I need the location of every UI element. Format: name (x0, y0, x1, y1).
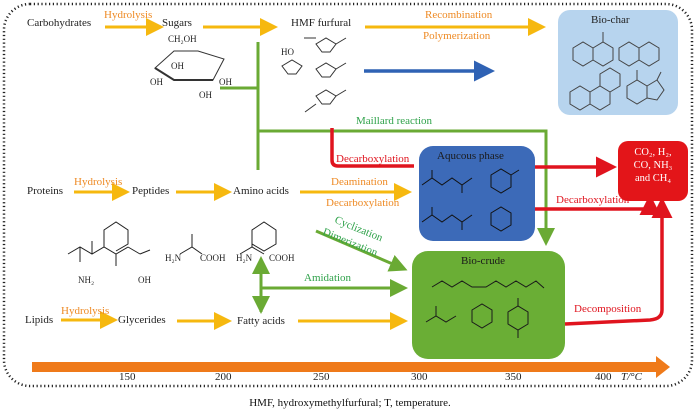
label-decomposition: Decomposition (574, 303, 642, 315)
biocrude-molecules (425, 280, 545, 338)
biocrude-box (412, 251, 565, 359)
biochar-box (558, 10, 678, 115)
peptide-structures (67, 221, 277, 266)
label-ho: HO (281, 47, 294, 57)
label-aqueous-phase: Aqucous phase (437, 150, 504, 162)
label-oh-4: OH (199, 90, 212, 100)
label-deamination: Deamination (331, 176, 388, 188)
label-polymerization: Polymerization (423, 30, 491, 42)
label-oh-peptide: OH (138, 275, 151, 285)
temperature-bar (32, 362, 658, 372)
tick-250: 250 (313, 371, 330, 383)
temperature-arrowhead (656, 356, 670, 378)
gas-products-box: CO₂, H₂, CO, NH₃ and CH₄ (618, 141, 688, 201)
label-glycerides: Glycerides (118, 314, 166, 326)
aqueous-molecules (421, 168, 520, 232)
gas-line-3: and CH₄ (634, 173, 672, 184)
arrow-cyclization (315, 229, 408, 272)
glucose-structure (154, 50, 225, 81)
label-decarboxylation-top: Decarboxylation (336, 153, 410, 165)
label-h2n-2: H₂N (236, 253, 253, 263)
label-hydrolysis-carb: Hydrolysis (104, 9, 153, 21)
label-biochar: Bio-char (591, 14, 630, 26)
label-recombination: Recombination (425, 9, 493, 21)
label-maillard-reaction: Maillard reaction (356, 115, 433, 127)
furan-structures (281, 37, 347, 113)
label-carbohydrates: Carbohydrates (27, 17, 92, 29)
label-hmf-furfural: HMF furfural (291, 17, 352, 29)
label-decarboxylation-mid: Decarboxylation (326, 197, 400, 209)
label-cooh-1: COOH (200, 253, 226, 263)
figure-caption: HMF, hydroxymethylfurfural; T, temperatu… (249, 397, 451, 409)
label-oh-2: OH (150, 77, 163, 87)
arrow-decomposition (564, 197, 673, 326)
tick-300: 300 (411, 371, 428, 383)
tick-150: 150 (119, 371, 136, 383)
label-sugars: Sugars (162, 17, 192, 29)
label-oh-3: OH (219, 77, 232, 87)
label-amidation: Amidation (304, 272, 352, 284)
gas-line-2: CO, NH₃ (633, 160, 673, 171)
label-h2n-1: H₂N (165, 253, 182, 263)
label-decarboxylation-right: Decarboxylation (556, 194, 630, 206)
arrow-decarboxylation-right (535, 194, 661, 215)
label-oh-1: OH (171, 61, 184, 71)
label-fatty-acids: Fatty acids (237, 315, 285, 327)
tick-350: 350 (505, 371, 522, 383)
label-hydrolysis-lip: Hydrolysis (61, 305, 110, 317)
label-proteins: Proteins (27, 185, 64, 197)
tick-200: 200 (215, 371, 232, 383)
label-lipids: Lipids (25, 314, 54, 326)
label-hydrolysis-prot: Hydrolysis (74, 176, 123, 188)
label-biocrude: Bio-crude (461, 255, 505, 267)
dotted-frame (2, 2, 694, 388)
arrow-maillard-biocrude (258, 129, 555, 246)
gas-line-1: CO₂, H₂, (634, 147, 672, 158)
label-ch2oh: CH₂OH (168, 34, 197, 44)
label-nh2: NH₂ (78, 275, 95, 285)
label-peptides: Peptides (132, 185, 170, 197)
arrow-decarboxylation-top (330, 128, 414, 168)
biochar-aromatics (569, 32, 665, 111)
label-amino-acids: Amino acids (233, 185, 289, 197)
label-cooh-2: COOH (269, 253, 295, 263)
temperature-unit-label: T/°C (621, 371, 642, 383)
tick-400: 400 (595, 371, 612, 383)
